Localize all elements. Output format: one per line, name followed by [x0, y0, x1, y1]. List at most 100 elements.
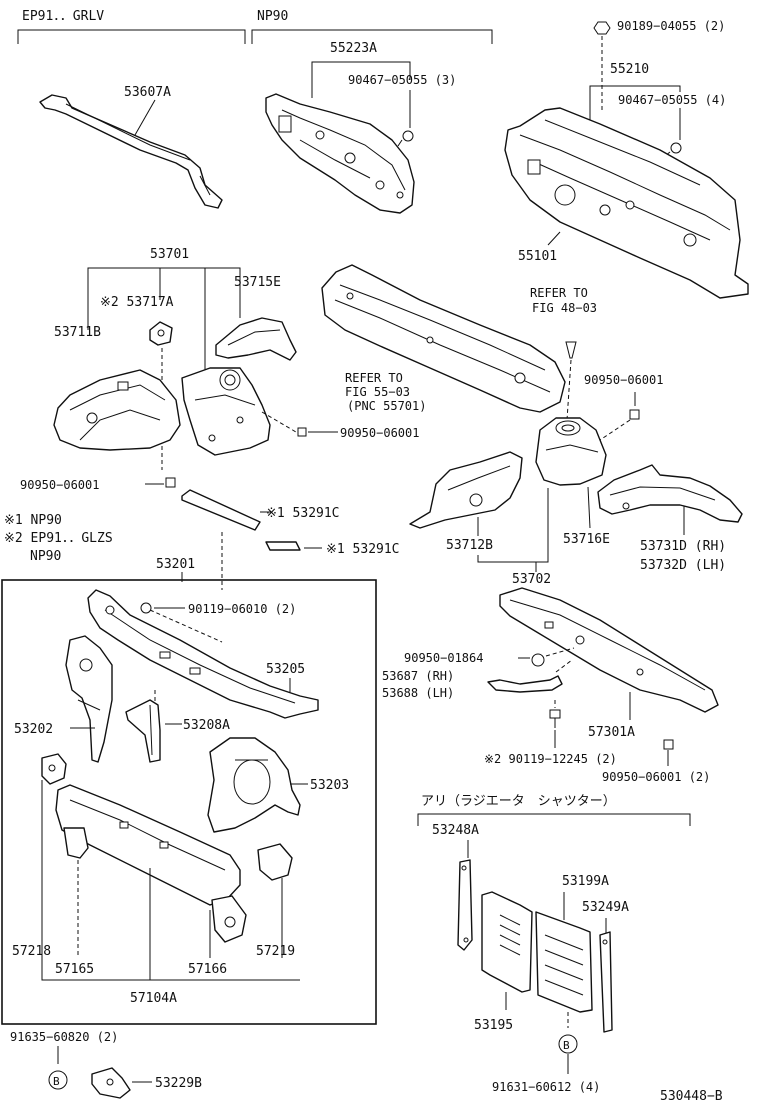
plug-90950-a-icon [297, 427, 307, 437]
refer-fig-55-03-line2: FIG 55−03 [345, 385, 410, 399]
seal-53291c-a-part [181, 489, 261, 531]
label-53229b: 53229B [155, 1076, 202, 1091]
member-53731d-part [597, 464, 743, 523]
rod-53687-part [487, 675, 563, 693]
apron-53711b-part [53, 369, 181, 451]
label-53701: 53701 [150, 247, 189, 262]
label-53716e: 53716E [563, 532, 610, 547]
support-side-53203-part [207, 737, 301, 833]
figure-id: 530448−B [660, 1089, 723, 1104]
brace-53208a-part [125, 699, 161, 763]
grommet-90950-01864-icon [531, 653, 545, 667]
bracket-53248a-part [457, 859, 473, 951]
svg-text:B: B [563, 1039, 570, 1052]
plug-90950-d-icon [663, 739, 674, 750]
bracket-53715e-part [215, 317, 297, 361]
note-2a: ※2 EP91．．GLZS [4, 531, 113, 546]
bolt-91635-icon: B [48, 1070, 68, 1090]
bolt-90467-4-icon [664, 142, 682, 157]
label-57165: 57165 [55, 962, 94, 977]
label-90189-04055: 90189−04055 (2) [617, 19, 725, 33]
note-2b: NP90 [30, 549, 61, 564]
bracket-57218-part [41, 753, 67, 785]
label-57166: 57166 [188, 962, 227, 977]
dash-panel-55223a-part [265, 93, 415, 214]
support-upper-53205-part [87, 589, 319, 719]
refer-fig-48-03-line1: REFER TO [530, 286, 588, 300]
plug-90950-c-icon [629, 409, 640, 420]
bolt-90467-icon [397, 130, 414, 147]
label-53731d: 53731D (RH) [640, 539, 726, 554]
label-53199a: 53199A [562, 874, 609, 889]
dash-panel-55101-part [504, 107, 749, 299]
seal-53291c-b-part [265, 541, 301, 551]
label-90950-06001-c: 90950−06001 [584, 373, 663, 387]
bolt-90119-12245-icon [549, 709, 561, 728]
bracket-57219-part [257, 843, 293, 881]
label-53208a: 53208A [183, 718, 230, 733]
panel-53195-part [481, 891, 533, 993]
label-53291c-a: ※1 53291C [266, 506, 340, 521]
bar-53607a-part [39, 94, 223, 209]
refer-fig-55-03-line3: (PNC 55701) [347, 399, 426, 413]
label-90467-05055-3: 90467−05055 (3) [348, 73, 456, 87]
shutter-variant-label: アリ（ラジエータ シャツター） [421, 794, 616, 809]
label-53291c-b: ※1 53291C [326, 542, 400, 557]
refer-fig-48-03-line2: FIG 48−03 [532, 301, 597, 315]
label-90950-01864: 90950−01864 [404, 651, 483, 665]
bolt-90119-06010-icon [140, 602, 152, 614]
label-53711b: 53711B [54, 325, 101, 340]
label-90467-05055-4: 90467−05055 (4) [618, 93, 726, 107]
label-53195: 53195 [474, 1018, 513, 1033]
label-91631-60612: 91631−60612 (4) [492, 1080, 600, 1094]
label-57218: 57218 [12, 944, 51, 959]
label-53249a: 53249A [582, 900, 629, 915]
bolt-91631-icon: B [558, 1034, 578, 1054]
label-53201: 53201 [156, 557, 195, 572]
cowl-top-part [321, 264, 566, 413]
label-55223a: 55223A [330, 41, 377, 56]
svg-text:B: B [53, 1075, 60, 1088]
label-90119-12245: ※2 90119−12245 (2) [484, 752, 617, 766]
member-57301a-part [499, 587, 719, 713]
label-53717a: ※2 53717A [100, 295, 174, 310]
support-side-53202-part [65, 635, 113, 763]
bracket-53229b-part [91, 1067, 131, 1099]
label-55210: 55210 [610, 62, 649, 77]
plug-90950-b-icon [165, 477, 176, 488]
apron-53716e-part [535, 417, 607, 486]
apron-53712b-part [409, 451, 523, 529]
label-53203: 53203 [310, 778, 349, 793]
label-53607a: 53607A [124, 85, 171, 100]
label-90950-06001-a: 90950−06001 [340, 426, 419, 440]
label-53702: 53702 [512, 572, 551, 587]
bracket-57166-part [211, 895, 247, 943]
apron-53701-part [181, 367, 271, 456]
label-91635-60820: 91635−60820 (2) [10, 1030, 118, 1044]
label-57301a: 57301A [588, 725, 635, 740]
variant-np90-label: NP90 [257, 9, 288, 24]
label-53688: 53688 (LH) [382, 686, 454, 700]
label-55101: 55101 [518, 249, 557, 264]
label-53202: 53202 [14, 722, 53, 737]
label-53205: 53205 [266, 662, 305, 677]
bracket-53717a-part [149, 321, 173, 346]
label-53248a: 53248A [432, 823, 479, 838]
label-90950-06001-b: 90950−06001 [20, 478, 99, 492]
label-90119-06010: 90119−06010 (2) [188, 602, 296, 616]
label-53712b: 53712B [446, 538, 493, 553]
clip-refer-48-03-icon [565, 341, 577, 359]
refer-fig-55-03-line1: REFER TO [345, 371, 403, 385]
nut-90189-icon [593, 21, 611, 35]
variant-ep91-label: EP91．．GRLV [22, 9, 104, 24]
bracket-57165-part [63, 827, 89, 859]
bracket-53249a-part [599, 931, 613, 1033]
label-90950-06001-d: 90950−06001 (2) [602, 770, 710, 784]
radiator-support-frame [1, 579, 377, 1025]
label-53687: 53687 (RH) [382, 669, 454, 683]
note-1: ※1 NP90 [4, 513, 62, 528]
label-53732d: 53732D (LH) [640, 558, 726, 573]
label-57219: 57219 [256, 944, 295, 959]
label-53715e: 53715E [234, 275, 281, 290]
